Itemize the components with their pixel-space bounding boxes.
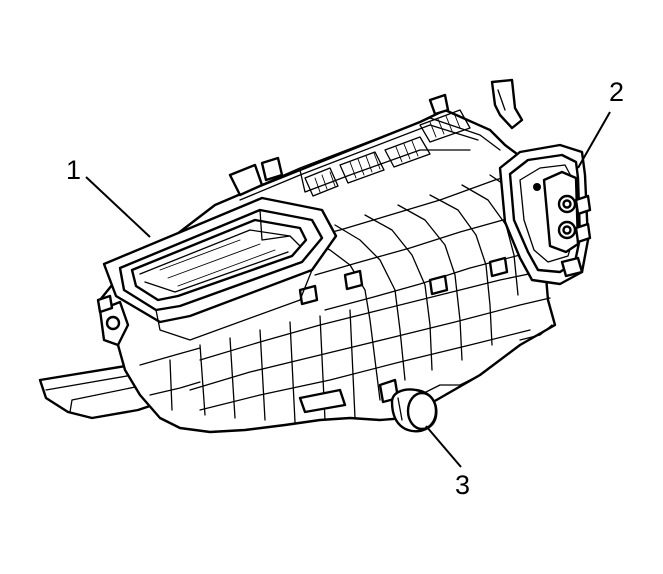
drain-isolator bbox=[390, 388, 438, 433]
top-vent-grille bbox=[304, 109, 471, 197]
duct-outlet-flange bbox=[102, 196, 338, 341]
callout-label-1: 1 bbox=[66, 155, 82, 185]
leader-line-2 bbox=[577, 111, 611, 169]
evaporator-pipe-flange bbox=[498, 143, 592, 286]
housing-body bbox=[96, 78, 557, 434]
leader-line-1 bbox=[85, 176, 151, 238]
callout-label-2: 2 bbox=[609, 77, 625, 107]
callout-label-3: 3 bbox=[455, 470, 471, 500]
leader-line-3 bbox=[425, 425, 462, 468]
